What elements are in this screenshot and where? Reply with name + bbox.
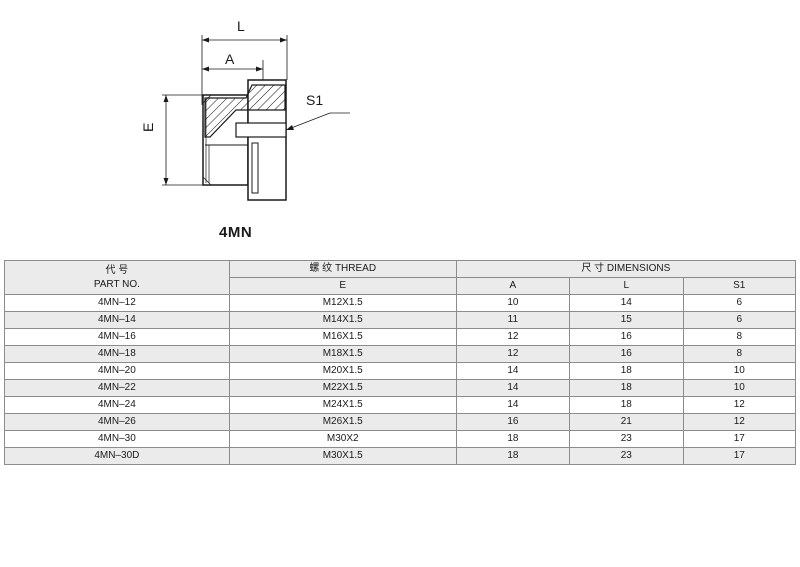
table-row: 4MN–22 M22X1.5 14 18 10 xyxy=(4,379,797,397)
cell-thread: M18X1.5 xyxy=(228,345,457,363)
header-a: A xyxy=(455,277,571,295)
cell-thread: M30X1.5 xyxy=(228,447,457,465)
table-row: 4MN–24 M24X1.5 14 18 12 xyxy=(4,396,797,414)
cell-thread: M14X1.5 xyxy=(228,311,457,329)
cell-l: 23 xyxy=(569,430,684,448)
cell-thread: M24X1.5 xyxy=(228,396,457,414)
cell-s1: 10 xyxy=(682,379,797,397)
cell-s1: 12 xyxy=(682,396,797,414)
cell-l: 16 xyxy=(569,328,684,346)
cell-a: 16 xyxy=(455,413,571,431)
cell-l: 18 xyxy=(569,362,684,380)
header-l: L xyxy=(569,277,684,295)
table-row: 4MN–14 M14X1.5 11 15 6 xyxy=(4,311,797,329)
cell-a: 18 xyxy=(455,447,571,465)
cell-s1: 6 xyxy=(682,294,797,312)
table-row: 4MN–12 M12X1.5 10 14 6 xyxy=(4,294,797,312)
cell-thread: M20X1.5 xyxy=(228,362,457,380)
table-row: 4MN–30 M30X2 18 23 17 xyxy=(4,430,797,448)
plug-cross-section xyxy=(162,35,350,201)
technical-drawing: L A S1 E xyxy=(140,15,360,250)
cell-part: 4MN–12 xyxy=(4,294,230,312)
cell-l: 18 xyxy=(569,379,684,397)
cell-part: 4MN–16 xyxy=(4,328,230,346)
cell-thread: M26X1.5 xyxy=(228,413,457,431)
cell-l: 16 xyxy=(569,345,684,363)
header-e: E xyxy=(228,277,457,295)
cell-thread: M22X1.5 xyxy=(228,379,457,397)
cell-a: 14 xyxy=(455,362,571,380)
cell-s1: 8 xyxy=(682,328,797,346)
cell-part: 4MN–30 xyxy=(4,430,230,448)
cell-thread: M16X1.5 xyxy=(228,328,457,346)
cell-thread: M30X2 xyxy=(228,430,457,448)
table-row: 4MN–20 M20X1.5 14 18 10 xyxy=(4,362,797,380)
table-row: 4MN–30D M30X1.5 18 23 17 xyxy=(4,447,797,465)
cell-part: 4MN–24 xyxy=(4,396,230,414)
cell-s1: 6 xyxy=(682,311,797,329)
cell-l: 21 xyxy=(569,413,684,431)
header-part-en: PART NO. xyxy=(93,278,140,290)
part-series-title: 4MN xyxy=(219,224,253,241)
cell-part: 4MN–18 xyxy=(4,345,230,363)
cell-a: 18 xyxy=(455,430,571,448)
cell-s1: 8 xyxy=(682,345,797,363)
header-part-no: 代 号 PART NO. xyxy=(4,260,230,295)
cell-part: 4MN–22 xyxy=(4,379,230,397)
cell-thread: M12X1.5 xyxy=(228,294,457,312)
cell-a: 12 xyxy=(455,328,571,346)
header-dimensions: 尺 寸 DIMENSIONS xyxy=(455,260,797,278)
cell-s1: 17 xyxy=(682,447,797,465)
cell-s1: 17 xyxy=(682,430,797,448)
table-row: 4MN–18 M18X1.5 12 16 8 xyxy=(4,345,797,363)
cell-part: 4MN–14 xyxy=(4,311,230,329)
cell-l: 18 xyxy=(569,396,684,414)
cell-part: 4MN–26 xyxy=(4,413,230,431)
dimensions-table: 代 号 PART NO. 螺 纹 THREAD 尺 寸 DIMENSIONS E… xyxy=(4,260,797,465)
table-row: 4MN–16 M16X1.5 12 16 8 xyxy=(4,328,797,346)
cell-a: 11 xyxy=(455,311,571,329)
dimension-label-s1: S1 xyxy=(306,92,324,108)
cell-a: 12 xyxy=(455,345,571,363)
cell-a: 14 xyxy=(455,379,571,397)
table-row: 4MN–26 M26X1.5 16 21 12 xyxy=(4,413,797,431)
cell-l: 14 xyxy=(569,294,684,312)
dimension-label-l: L xyxy=(237,18,245,34)
header-part-cn: 代 号 xyxy=(105,264,129,276)
cell-part: 4MN–20 xyxy=(4,362,230,380)
dimension-label-e: E xyxy=(140,122,156,132)
cell-l: 15 xyxy=(569,311,684,329)
dimension-label-a: A xyxy=(225,51,235,67)
cell-s1: 10 xyxy=(682,362,797,380)
cell-s1: 12 xyxy=(682,413,797,431)
cell-a: 10 xyxy=(455,294,571,312)
header-thread: 螺 纹 THREAD xyxy=(228,260,457,278)
cell-a: 14 xyxy=(455,396,571,414)
cell-l: 23 xyxy=(569,447,684,465)
cell-part: 4MN–30D xyxy=(4,447,230,465)
header-s1: S1 xyxy=(682,277,797,295)
